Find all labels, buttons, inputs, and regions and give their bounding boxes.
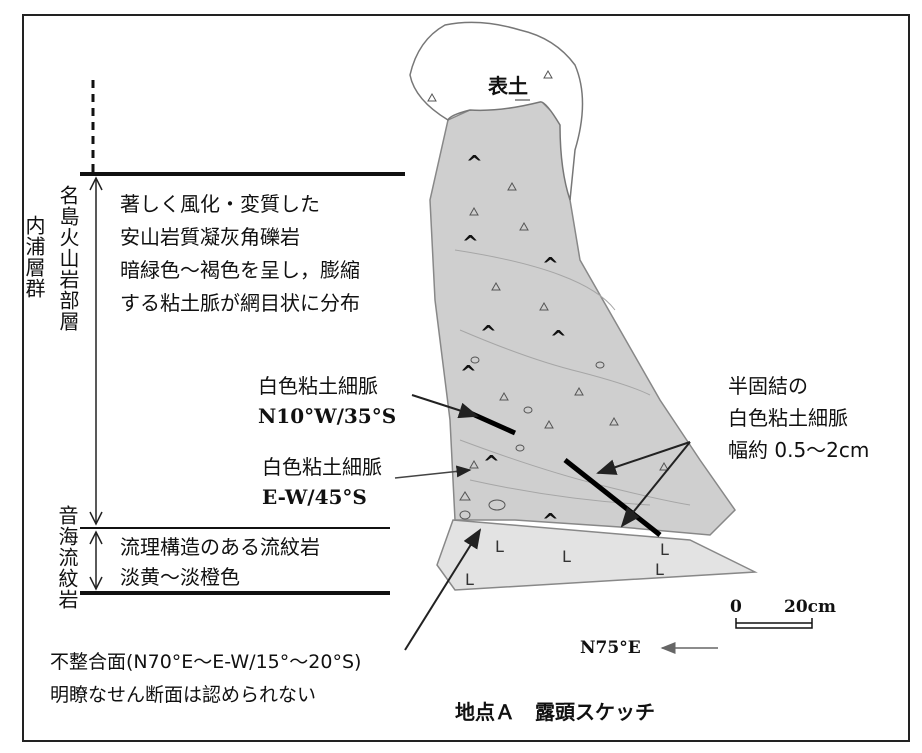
unconformity-leader-arrow	[404, 528, 482, 651]
vein1-attitude: N10°W/35°S	[258, 404, 397, 428]
topsoil-layer	[409, 21, 584, 201]
svg-text:L: L	[495, 537, 504, 556]
svg-text:L: L	[660, 540, 669, 559]
lower-desc-line2: 淡黄～淡橙色	[120, 565, 240, 589]
vein2-leader-arrow	[394, 465, 472, 479]
vein3-line2: 白色粘土細脈	[728, 406, 848, 430]
figure-caption: 地点Ａ 露頭スケッチ	[455, 700, 655, 724]
figure-frame	[22, 14, 910, 742]
scale-max-label: 20cm	[784, 597, 836, 617]
lower-desc-line1: 流理構造のある流紋岩	[120, 535, 320, 559]
topsoil-label: 表土	[488, 74, 528, 98]
clay-vein-2	[563, 458, 662, 537]
svg-text:^: ^	[480, 321, 497, 345]
upper-unit-label: 名島火山岩部層	[56, 185, 80, 332]
svg-text:^: ^	[466, 151, 483, 175]
upper-desc-line3: 暗緑色～褐色を呈し，膨縮	[120, 258, 360, 282]
svg-text:^: ^	[542, 253, 559, 277]
unconformity-line1: 不整合面(N70°E～E-W/15°～20°S)	[50, 651, 362, 673]
upper-desc-line2: 安山岩質凝灰角礫岩	[120, 225, 300, 249]
vein3-leader-arrow-a	[596, 441, 691, 475]
group-name-label: 内浦層群	[22, 215, 46, 299]
scale-bar	[735, 618, 813, 629]
vein1-name: 白色粘土細脈	[258, 374, 378, 398]
upper-desc-line4: する粘土脈が網目状に分布	[120, 291, 360, 315]
svg-text:L: L	[562, 547, 571, 566]
rhyolite-layer	[436, 519, 758, 591]
vein2-name: 白色粘土細脈	[262, 455, 382, 479]
vein3-line1: 半固結の	[728, 374, 808, 398]
scale-zero-label: 0	[730, 597, 742, 617]
svg-text:^: ^	[460, 361, 477, 385]
vein1-leader-arrow	[411, 394, 479, 419]
vein3-line3: 幅約 0.5～2cm	[728, 438, 870, 462]
svg-text:^: ^	[550, 326, 567, 350]
svg-text:^: ^	[462, 231, 479, 255]
unconformity-line2: 明瞭なせん断面は認められない	[50, 684, 317, 706]
round-clast-symbols	[459, 356, 605, 520]
vein3-leader-arrow-b	[620, 441, 691, 528]
svg-text:^: ^	[542, 509, 559, 533]
svg-text:^: ^	[483, 451, 500, 475]
vein2-attitude: E-W/45°S	[262, 485, 367, 509]
triangle-clast-symbols	[427, 69, 669, 501]
breccia-clast-symbols: ^ ^ ^ ^ ^ ^ ^ ^	[460, 151, 567, 533]
svg-text:L: L	[465, 570, 474, 589]
lower-unit-label: 音海流紋岩	[55, 505, 79, 610]
direction-label: N75°E	[580, 638, 641, 658]
svg-text:L: L	[655, 560, 664, 579]
upper-desc-line1: 著しく風化・変質した	[120, 192, 320, 216]
